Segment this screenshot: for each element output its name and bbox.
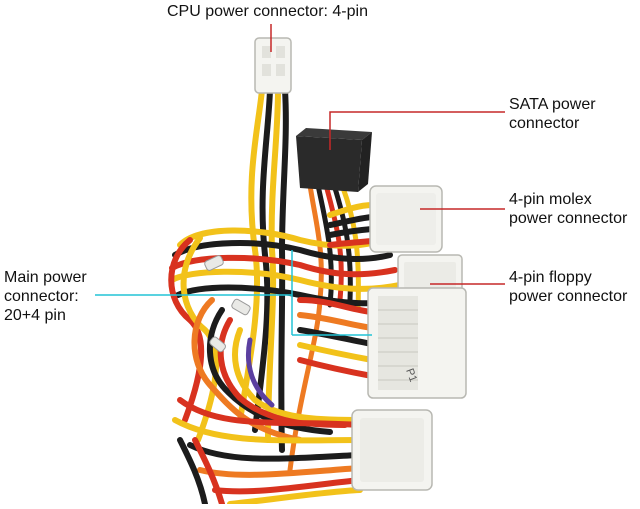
molex-connector	[369, 185, 443, 253]
bottom-connector	[351, 409, 433, 491]
main-24pin-connector: P1	[367, 287, 467, 399]
main-connector-label: Main power connector: 20+4 pin	[4, 268, 87, 325]
floppy-connector-label: 4-pin floppy power connector	[509, 268, 627, 306]
molex-label-line2: power connector	[509, 210, 628, 227]
p1-mark: P1	[403, 367, 419, 384]
callout-lines	[95, 24, 505, 336]
sata-label-line2: connector	[509, 115, 580, 132]
main-label-line2: connector:	[4, 288, 79, 305]
floppy-label-line1: 4-pin floppy	[509, 269, 592, 286]
cpu-connector-label: CPU power connector: 4-pin	[167, 2, 368, 21]
main-label-line3: 20+4 pin	[4, 307, 66, 324]
molex-connector-label: 4-pin molex power connector	[509, 190, 627, 228]
cpu-label-line1: CPU power connector: 4-pin	[167, 3, 368, 20]
main-label-line1: Main power	[4, 269, 87, 286]
cable-ties	[204, 255, 251, 353]
molex-label-line1: 4-pin molex	[509, 191, 592, 208]
cpu-4pin-connector	[254, 37, 292, 94]
sata-connector	[296, 128, 372, 192]
sata-leader-line	[329, 111, 505, 150]
floppy-label-line2: power connector	[509, 288, 628, 305]
floppy-connector	[397, 254, 463, 296]
sata-label-line1: SATA power	[509, 96, 596, 113]
sata-connector-label: SATA power connector	[509, 95, 596, 133]
